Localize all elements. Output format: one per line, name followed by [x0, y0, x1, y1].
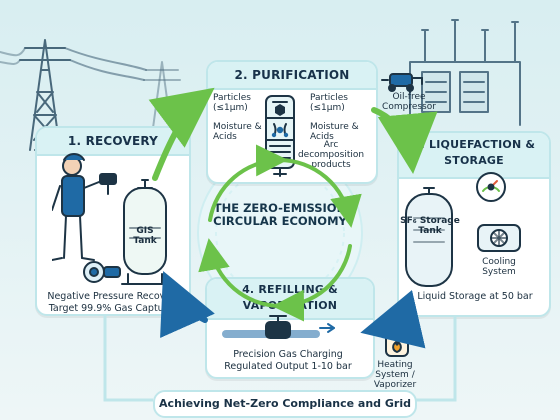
arrow-icon: [372, 312, 406, 330]
arrow-icon: [155, 95, 205, 178]
arrow-icon: [280, 160, 350, 220]
arrow-icon: [280, 246, 350, 306]
arrow-icon: [374, 110, 412, 162]
footer-connector: [413, 315, 455, 400]
arrow-icon: [210, 160, 280, 220]
arrow-icon: [210, 246, 280, 306]
arrow-icon: [168, 282, 205, 320]
footer-banner: Achieving Net-Zero Compliance and Grid R…: [153, 390, 417, 418]
footer-connector: [105, 315, 153, 400]
